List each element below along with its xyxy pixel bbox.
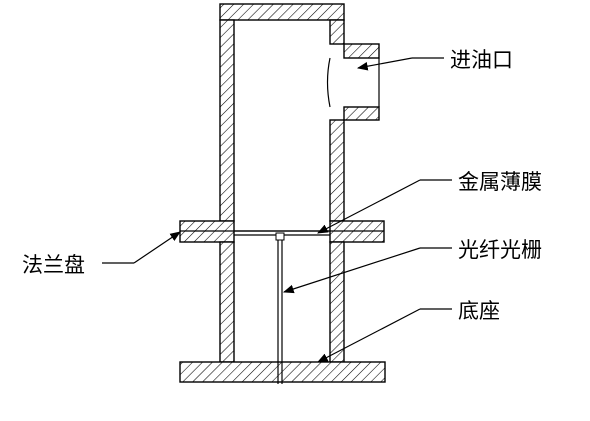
label-base: 底座 bbox=[458, 299, 500, 323]
label-oil-inlet: 进油口 bbox=[450, 48, 513, 72]
label-fbg: 光纤光栅 bbox=[458, 238, 542, 262]
upper-housing bbox=[219, 3, 380, 222]
fiber-bragg-grating bbox=[275, 232, 285, 384]
leader-lines bbox=[102, 57, 452, 363]
label-flange: 法兰盘 bbox=[22, 253, 85, 277]
label-metal-film: 金属薄膜 bbox=[458, 170, 542, 194]
flange bbox=[179, 220, 385, 243]
